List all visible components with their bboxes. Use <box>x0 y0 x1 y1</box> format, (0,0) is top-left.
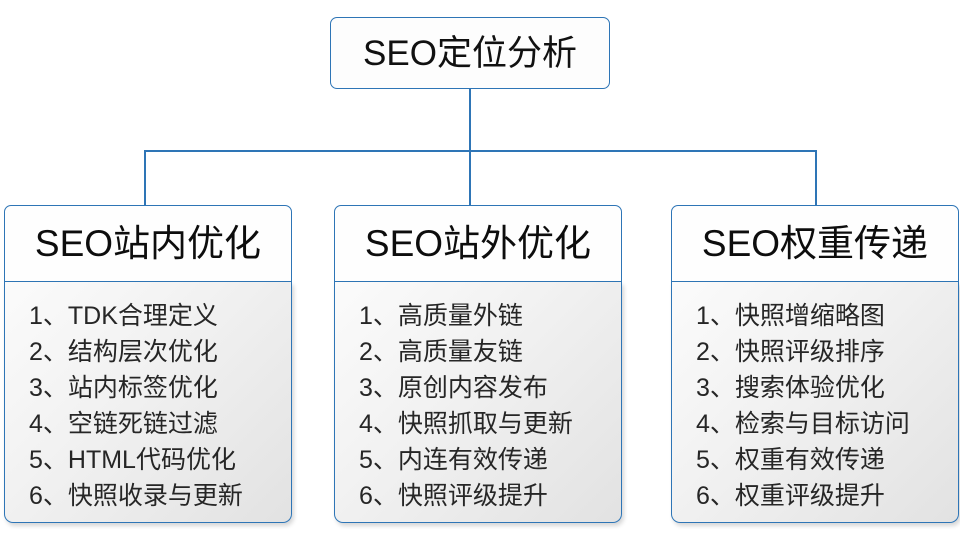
list-item-text: 快照抓取与更新 <box>397 410 573 438</box>
list-item: 6、快照收录与更新 <box>29 478 291 514</box>
list-item-number: 3、 <box>29 374 68 402</box>
list-item: 1、快照增缩略图 <box>696 298 958 334</box>
list-item: 3、站内标签优化 <box>29 370 291 406</box>
list-item: 2、快照评级排序 <box>696 334 958 370</box>
list-item-text: 检索与目标访问 <box>734 410 910 438</box>
list-item-text: 快照评级排序 <box>734 338 885 366</box>
list-item: 4、快照抓取与更新 <box>359 406 621 442</box>
list-item-number: 6、 <box>696 482 735 510</box>
list-item-text: 搜索体验优化 <box>734 374 885 402</box>
list-item-text: 快照评级提升 <box>397 482 548 510</box>
list-item-number: 2、 <box>696 338 735 366</box>
branch-header-2[interactable]: SEO站外优化 <box>334 205 622 282</box>
list-item: 4、空链死链过滤 <box>29 406 291 442</box>
branch-card-1: SEO站内优化 1、TDK合理定义 2、结构层次优化 3、站内标签优化 4、空链… <box>4 205 292 523</box>
branch-card-2: SEO站外优化 1、高质量外链 2、高质量友链 3、原创内容发布 4、快照抓取与… <box>334 205 622 523</box>
list-item-number: 4、 <box>696 410 735 438</box>
list-item-number: 4、 <box>359 410 398 438</box>
list-item: 1、高质量外链 <box>359 298 621 334</box>
list-item-number: 2、 <box>29 338 68 366</box>
list-item: 3、原创内容发布 <box>359 370 621 406</box>
branch-header-label-3: SEO权重传递 <box>701 223 929 264</box>
list-item-text: 结构层次优化 <box>67 338 218 366</box>
list-item-text: 空链死链过滤 <box>67 410 218 438</box>
list-item-text: 高质量外链 <box>397 302 523 330</box>
branch-card-3: SEO权重传递 1、快照增缩略图 2、快照评级排序 3、搜索体验优化 4、检索与… <box>671 205 959 523</box>
list-item: 4、检索与目标访问 <box>696 406 958 442</box>
list-item-text: TDK合理定义 <box>67 302 218 330</box>
list-item-number: 1、 <box>359 302 398 330</box>
list-item-number: 3、 <box>359 374 398 402</box>
list-item-number: 2、 <box>359 338 398 366</box>
list-item-text: 权重评级提升 <box>734 482 885 510</box>
list-item: 1、TDK合理定义 <box>29 298 291 334</box>
branch-list-2: 1、高质量外链 2、高质量友链 3、原创内容发布 4、快照抓取与更新 5、内连有… <box>334 282 622 523</box>
connector-horizontal-bar <box>144 150 816 152</box>
list-item-number: 1、 <box>696 302 735 330</box>
list-item: 2、结构层次优化 <box>29 334 291 370</box>
list-item: 5、HTML代码优化 <box>29 442 291 478</box>
connector-root-stem <box>469 89 471 151</box>
branch-header-label-2: SEO站外优化 <box>364 223 592 264</box>
list-item-text: 原创内容发布 <box>397 374 548 402</box>
list-item-text: 权重有效传递 <box>734 446 885 474</box>
list-item: 5、内连有效传递 <box>359 442 621 478</box>
list-item-number: 5、 <box>696 446 735 474</box>
list-item: 5、权重有效传递 <box>696 442 958 478</box>
connector-drop-branch-3 <box>815 150 817 206</box>
list-item-text: 高质量友链 <box>397 338 523 366</box>
root-node[interactable]: SEO定位分析 <box>330 17 610 89</box>
branch-list-1: 1、TDK合理定义 2、结构层次优化 3、站内标签优化 4、空链死链过滤 5、H… <box>4 282 292 523</box>
branch-header-label-1: SEO站内优化 <box>34 223 262 264</box>
list-item-number: 1、 <box>29 302 68 330</box>
connector-drop-branch-1 <box>144 150 146 206</box>
list-item-number: 4、 <box>29 410 68 438</box>
connector-drop-branch-2 <box>469 150 471 206</box>
list-item-text: 内连有效传递 <box>397 446 548 474</box>
list-item-number: 5、 <box>29 446 68 474</box>
root-node-label: SEO定位分析 <box>363 33 577 73</box>
list-item: 2、高质量友链 <box>359 334 621 370</box>
list-item-text: 快照收录与更新 <box>67 482 243 510</box>
list-item-number: 5、 <box>359 446 398 474</box>
list-item: 6、快照评级提升 <box>359 478 621 514</box>
list-item-number: 6、 <box>359 482 398 510</box>
list-item: 3、搜索体验优化 <box>696 370 958 406</box>
list-item-number: 3、 <box>696 374 735 402</box>
list-item: 6、权重评级提升 <box>696 478 958 514</box>
list-item-number: 6、 <box>29 482 68 510</box>
branch-header-3[interactable]: SEO权重传递 <box>671 205 959 282</box>
list-item-text: 快照增缩略图 <box>734 302 885 330</box>
list-item-text: HTML代码优化 <box>67 446 236 474</box>
branch-header-1[interactable]: SEO站内优化 <box>4 205 292 282</box>
branch-list-3: 1、快照增缩略图 2、快照评级排序 3、搜索体验优化 4、检索与目标访问 5、权… <box>671 282 959 523</box>
list-item-text: 站内标签优化 <box>67 374 218 402</box>
